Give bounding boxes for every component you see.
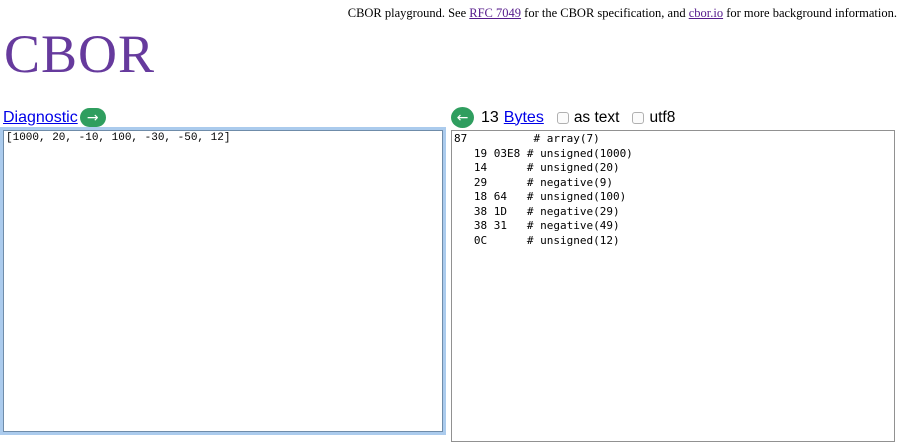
diagnostic-link[interactable]: Diagnostic <box>3 109 78 127</box>
intro-note: CBOR playground. See RFC 7049 for the CB… <box>0 6 897 21</box>
cbor-logo: CBOR <box>4 27 900 81</box>
bytes-textarea[interactable] <box>451 130 895 442</box>
intro-text-suffix: for more background information. <box>723 6 897 20</box>
diagnostic-textarea[interactable] <box>3 130 443 432</box>
rfc-7049-link[interactable]: RFC 7049 <box>469 6 521 20</box>
utf8-checkbox[interactable] <box>632 112 644 124</box>
diagnostic-panel: Diagnostic → <box>3 107 443 442</box>
intro-text-middle: for the CBOR specification, and <box>521 6 689 20</box>
as-text-checkbox[interactable] <box>557 112 569 124</box>
left-arrow-icon: ← <box>457 111 469 125</box>
cbor-io-link[interactable]: cbor.io <box>689 6 723 20</box>
convert-to-diagnostic-button[interactable]: ← <box>451 107 474 128</box>
diagnostic-panel-header: Diagnostic → <box>3 107 443 128</box>
playground-panels: Diagnostic → ← 13 Bytes as text utf8 <box>3 107 895 442</box>
byte-count: 13 <box>481 109 499 127</box>
bytes-panel: ← 13 Bytes as text utf8 <box>451 107 895 442</box>
as-text-label: as text <box>574 109 620 127</box>
bytes-link[interactable]: Bytes <box>504 109 544 127</box>
intro-text-prefix: CBOR playground. See <box>348 6 470 20</box>
convert-to-bytes-button[interactable]: → <box>80 108 106 127</box>
right-arrow-icon: → <box>87 111 99 125</box>
utf8-label: utf8 <box>649 109 675 127</box>
bytes-panel-header: ← 13 Bytes as text utf8 <box>451 107 895 128</box>
